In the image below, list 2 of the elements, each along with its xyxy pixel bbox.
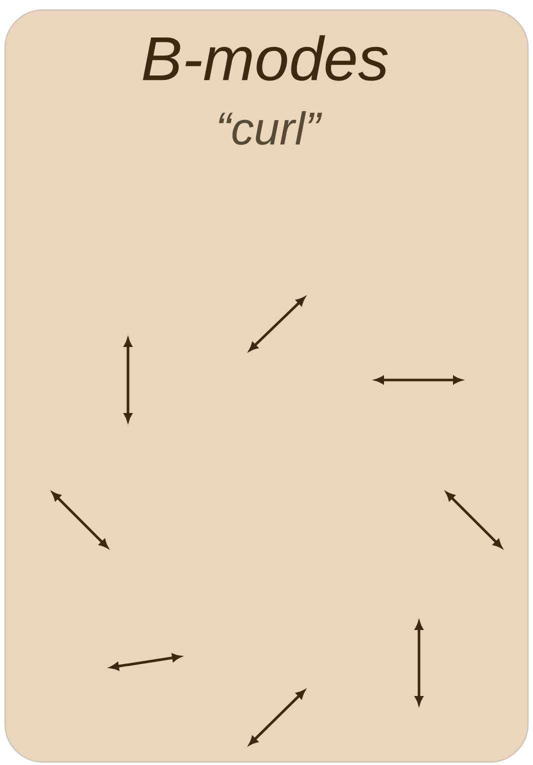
title: B-modes (142, 35, 388, 81)
subtitle: “curl” (218, 111, 322, 145)
